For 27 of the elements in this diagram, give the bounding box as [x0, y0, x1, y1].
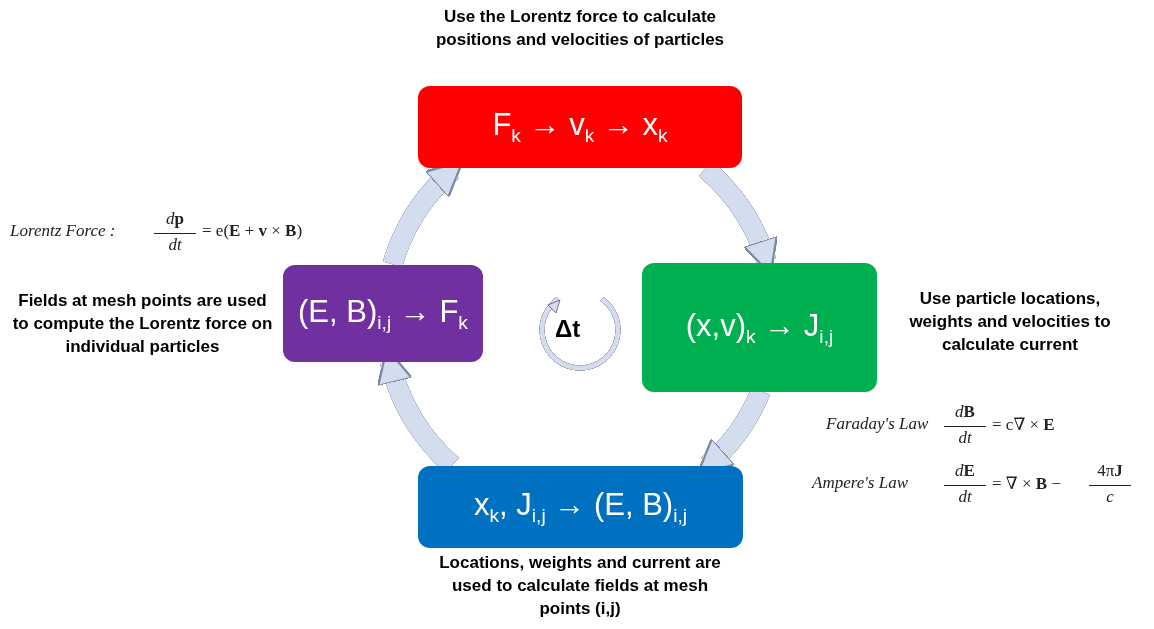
time-step-label: Δt [555, 315, 581, 343]
equation-text: = ∇ × B − [992, 473, 1061, 494]
equation-text: = c∇ × E [992, 414, 1055, 435]
step-description: Locations, weights and current are used to calculate fields at mesh points (i,j) [438, 552, 722, 620]
equation-text: Faraday's Law [826, 414, 929, 434]
formula-text: F$_{k}$ → v$_{k}$ → x$_{k}$ [492, 107, 668, 147]
formula-text: x$_{k}$, J$_{i,j}$ → (E, B)$_{i,j}$ [473, 487, 687, 527]
equation-text: Ampere's Law [812, 473, 909, 493]
formula-text: (x,v)$_{k}$ → J$_{i,j}$ [685, 307, 834, 348]
fraction-term: dt [957, 487, 973, 507]
fraction-term: dt [957, 428, 973, 448]
fraction-term: dB [954, 402, 976, 422]
process-box [418, 466, 743, 548]
fraction-term: dp [165, 209, 185, 229]
fraction-term: 4πJ [1096, 461, 1124, 481]
process-box [418, 86, 742, 168]
step-description: Fields at mesh points are used to compute the Lorentz force on individual particles [11, 290, 274, 358]
step-description: Use the Lorentz force to calculate positions and velocities of particles [434, 6, 726, 51]
fraction-term: dt [167, 235, 183, 255]
fraction-term: c [1105, 487, 1115, 507]
process-box [642, 263, 877, 392]
equation-text: = e(E + v × B) [202, 221, 303, 241]
step-description: Use particle locations, weights and velocities to calculate current [908, 288, 1112, 356]
fraction-term: dE [954, 461, 976, 481]
process-box [283, 265, 483, 362]
equation-text: Lorentz Force : [10, 221, 116, 241]
formula-text: (E, B)$_{i,j}$ → F$_{k}$ [298, 293, 468, 334]
